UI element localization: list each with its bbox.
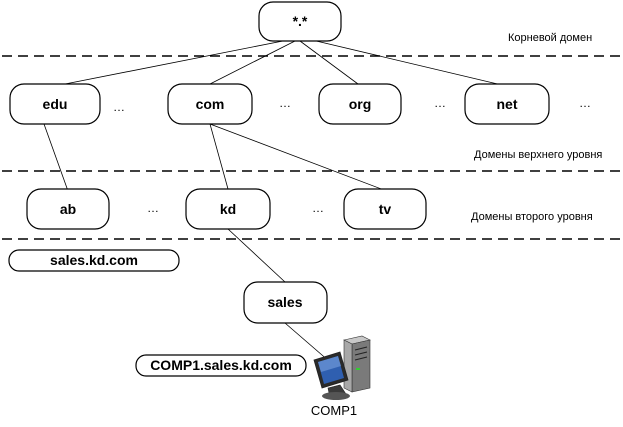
ellipsis-top-2: … — [279, 96, 291, 110]
edge-root-net — [311, 39, 507, 87]
ellipsis-group: … … … … … … — [113, 96, 591, 215]
edge-kd-sales — [227, 228, 286, 283]
edge-root-edu — [54, 39, 289, 87]
node-ab-label: ab — [60, 201, 76, 217]
computer-label: COMP1 — [311, 403, 357, 418]
node-kd-label: kd — [220, 201, 236, 217]
edge-root-com — [209, 40, 296, 85]
ellipsis-top-4: … — [579, 96, 591, 110]
sales-domain-pill: sales.kd.com — [8, 249, 180, 272]
node-tv: tv — [343, 188, 427, 230]
node-root: *.* — [258, 1, 342, 42]
level-label-root: Корневой домен — [508, 32, 592, 44]
comp-fqdn-label: COMP1.sales.kd.com — [150, 357, 292, 373]
node-com: com — [167, 83, 253, 125]
level-label-top: Домены верхнего уровня — [474, 149, 602, 161]
node-org: org — [318, 83, 402, 125]
ellipsis-top-3: … — [434, 96, 446, 110]
node-root-label: *.* — [293, 13, 308, 29]
node-org-label: org — [349, 96, 372, 112]
edge-edu-ab — [43, 123, 69, 192]
node-net-label: net — [497, 96, 518, 112]
node-sales-label: sales — [267, 294, 302, 310]
comp-fqdn-pill: COMP1.sales.kd.com — [135, 354, 307, 377]
ellipsis-second-1: … — [147, 201, 159, 215]
ellipsis-top-1: … — [113, 100, 125, 114]
node-edu: edu — [9, 83, 101, 125]
ellipsis-second-2: … — [312, 201, 324, 215]
node-net: net — [464, 83, 550, 125]
edge-root-org — [299, 40, 359, 85]
computer-icon — [313, 335, 371, 400]
node-sales: sales — [243, 281, 328, 324]
edge-com-kd — [209, 123, 229, 190]
node-ab: ab — [26, 188, 110, 230]
node-tv-label: tv — [379, 201, 392, 217]
edge-com-tv — [209, 123, 385, 191]
node-edu-label: edu — [43, 96, 68, 112]
node-com-label: com — [196, 96, 225, 112]
node-kd: kd — [185, 188, 271, 230]
sales-domain-label: sales.kd.com — [50, 252, 138, 268]
level-label-second: Домены второго уровня — [471, 211, 593, 223]
